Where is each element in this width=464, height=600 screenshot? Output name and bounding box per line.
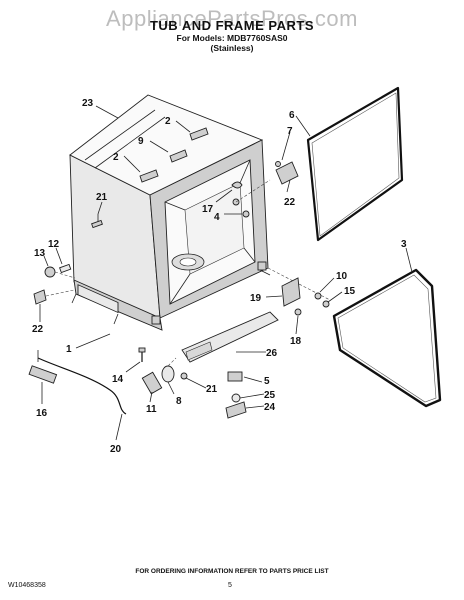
- screw-14: [138, 347, 146, 362]
- part-24: [225, 401, 247, 419]
- page-number: 5: [228, 582, 232, 589]
- washer-8: [161, 365, 175, 383]
- callout-6: 6: [289, 110, 295, 121]
- callout-5: 5: [264, 376, 270, 387]
- callout-7: 7: [287, 126, 293, 137]
- bracket-2-upper: [189, 127, 209, 141]
- front-hardware: [231, 179, 271, 218]
- callout-9: 9: [138, 136, 144, 147]
- leader-lines: [39, 105, 413, 441]
- screw-15: [322, 300, 330, 308]
- diagram-title: TUB AND FRAME PARTS: [149, 18, 315, 33]
- bracket-9: [169, 149, 188, 163]
- callout-22-left: 22: [32, 324, 44, 335]
- ordering-footnote: FOR ORDERING INFORMATION REFER TO PARTS …: [135, 568, 329, 575]
- callout-3: 3: [401, 239, 407, 250]
- callout-13: 13: [34, 248, 46, 259]
- connector-16: [28, 365, 58, 384]
- clip-22-left: [33, 289, 47, 305]
- lower-right-parts: [225, 371, 247, 419]
- callout-1: 1: [66, 344, 72, 355]
- callout-24: 24: [264, 402, 276, 413]
- callout-17: 17: [202, 204, 214, 215]
- screw-12: [59, 263, 72, 274]
- callout-18: 18: [290, 336, 302, 347]
- callout-2-upper: 2: [165, 116, 171, 127]
- pump-parts: [141, 357, 188, 395]
- callout-21-side: 21: [96, 192, 108, 203]
- callout-10: 10: [336, 271, 348, 282]
- callout-labels: 23 2 9 2 6 7 21 17 22 4 13 12 3 10 15 19…: [32, 98, 407, 455]
- bracket-19-assembly: [281, 277, 330, 316]
- side-bracket: [77, 284, 119, 314]
- callout-12: 12: [48, 239, 60, 250]
- watermark: AppliancePartsPros.com: [106, 6, 358, 31]
- models-line: For Models: MDB7760SAS0: [176, 33, 288, 43]
- screw-18: [294, 308, 302, 316]
- hinge-clip-22: [275, 161, 299, 185]
- gasket-3: [332, 268, 442, 408]
- callout-22-right: 22: [284, 197, 296, 208]
- callout-8: 8: [176, 396, 182, 407]
- bolt-11: [141, 371, 163, 395]
- part-25: [231, 393, 241, 403]
- bracket-2-lower: [139, 169, 159, 183]
- callout-26: 26: [266, 348, 278, 359]
- callout-2-lower: 2: [113, 152, 119, 163]
- clip-22-right: [275, 161, 299, 185]
- callout-23: 23: [82, 98, 94, 109]
- variant-line: (Stainless): [210, 43, 254, 53]
- callout-15: 15: [344, 286, 356, 297]
- callout-21-lower: 21: [206, 384, 218, 395]
- callout-14: 14: [112, 374, 124, 385]
- screw-7: [275, 161, 281, 167]
- callout-19: 19: [250, 293, 262, 304]
- screw-21-side: [91, 214, 103, 229]
- drain-hose: [28, 350, 127, 415]
- callout-25: 25: [264, 390, 276, 401]
- document-number: W10468358: [8, 582, 46, 589]
- screw-21-lower: [180, 372, 188, 380]
- hose-20: [37, 357, 127, 415]
- screw-4: [242, 210, 250, 218]
- callout-11: 11: [146, 404, 157, 415]
- callout-4: 4: [214, 212, 220, 223]
- bracket-19: [281, 277, 301, 307]
- gasket-6: [306, 86, 404, 242]
- callout-16: 16: [36, 408, 48, 419]
- left-side-hardware: [33, 263, 76, 305]
- tub-assembly: [69, 94, 271, 331]
- callout-20: 20: [110, 444, 122, 455]
- top-mounting-brackets: [139, 127, 209, 183]
- screw-10: [314, 292, 322, 300]
- part-5: [227, 371, 243, 382]
- nut-13: [44, 266, 56, 278]
- clip-17: [231, 181, 243, 189]
